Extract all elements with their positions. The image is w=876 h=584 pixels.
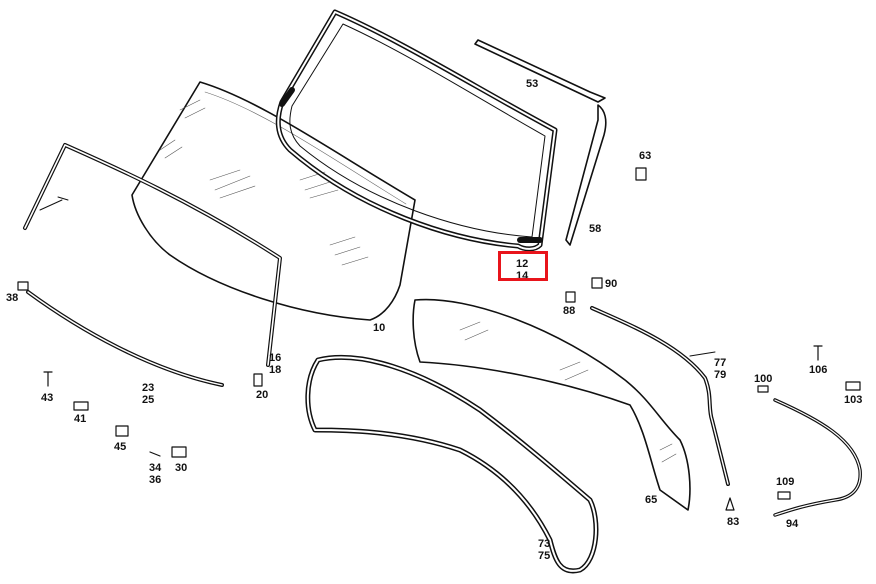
clip-45[interactable] (115, 425, 129, 437)
windshield-glass[interactable] (131, 81, 416, 321)
pillar-trim-piece[interactable] (565, 104, 607, 246)
callout-20[interactable]: 20 (256, 389, 269, 401)
lower-trim-strip[interactable] (17, 281, 224, 387)
callout-58[interactable]: 58 (589, 223, 602, 235)
callout-88[interactable]: 88 (563, 305, 576, 317)
clip-30[interactable] (171, 446, 187, 458)
bolt-43[interactable] (43, 371, 53, 387)
callout-83[interactable]: 83 (727, 516, 740, 528)
rear-window-glass[interactable] (412, 298, 691, 511)
clip-109[interactable] (777, 491, 791, 500)
clip-63[interactable] (635, 167, 647, 181)
callout-10[interactable]: 10 (373, 322, 386, 334)
callout-109[interactable]: 109 (776, 476, 795, 488)
callout-106[interactable]: 106 (809, 364, 828, 376)
callout-41[interactable]: 41 (74, 413, 87, 425)
callout-94[interactable]: 94 (786, 518, 799, 530)
callout-65[interactable]: 65 (645, 494, 658, 506)
clip-100[interactable] (757, 385, 769, 393)
rear-window-seal[interactable] (305, 355, 599, 574)
clip-83[interactable] (725, 497, 735, 511)
callout-103[interactable]: 103 (844, 394, 863, 406)
windshield-seal[interactable] (275, 9, 558, 252)
rear-window-lower-molding[interactable] (773, 398, 862, 517)
callout-45[interactable]: 45 (114, 441, 127, 453)
rear-pillar-molding[interactable] (590, 306, 730, 486)
clip-103[interactable] (845, 381, 861, 391)
clip-88[interactable] (565, 291, 576, 303)
windshield-molding[interactable] (23, 143, 282, 367)
bolt-106[interactable] (813, 345, 823, 361)
callout-90[interactable]: 90 (605, 278, 618, 290)
callout-100[interactable]: 100 (754, 373, 773, 385)
highlight-box (498, 251, 548, 281)
clip-90[interactable] (591, 277, 603, 289)
clip-41[interactable] (73, 401, 89, 411)
callout-38[interactable]: 38 (6, 292, 19, 304)
callout-53[interactable]: 53 (526, 78, 539, 90)
callout-63[interactable]: 63 (639, 150, 652, 162)
screw-34[interactable] (149, 451, 161, 457)
callout-43[interactable]: 43 (41, 392, 54, 404)
callout-30[interactable]: 30 (175, 462, 188, 474)
clip-20[interactable] (253, 373, 263, 387)
roof-trim-piece[interactable] (474, 39, 606, 103)
